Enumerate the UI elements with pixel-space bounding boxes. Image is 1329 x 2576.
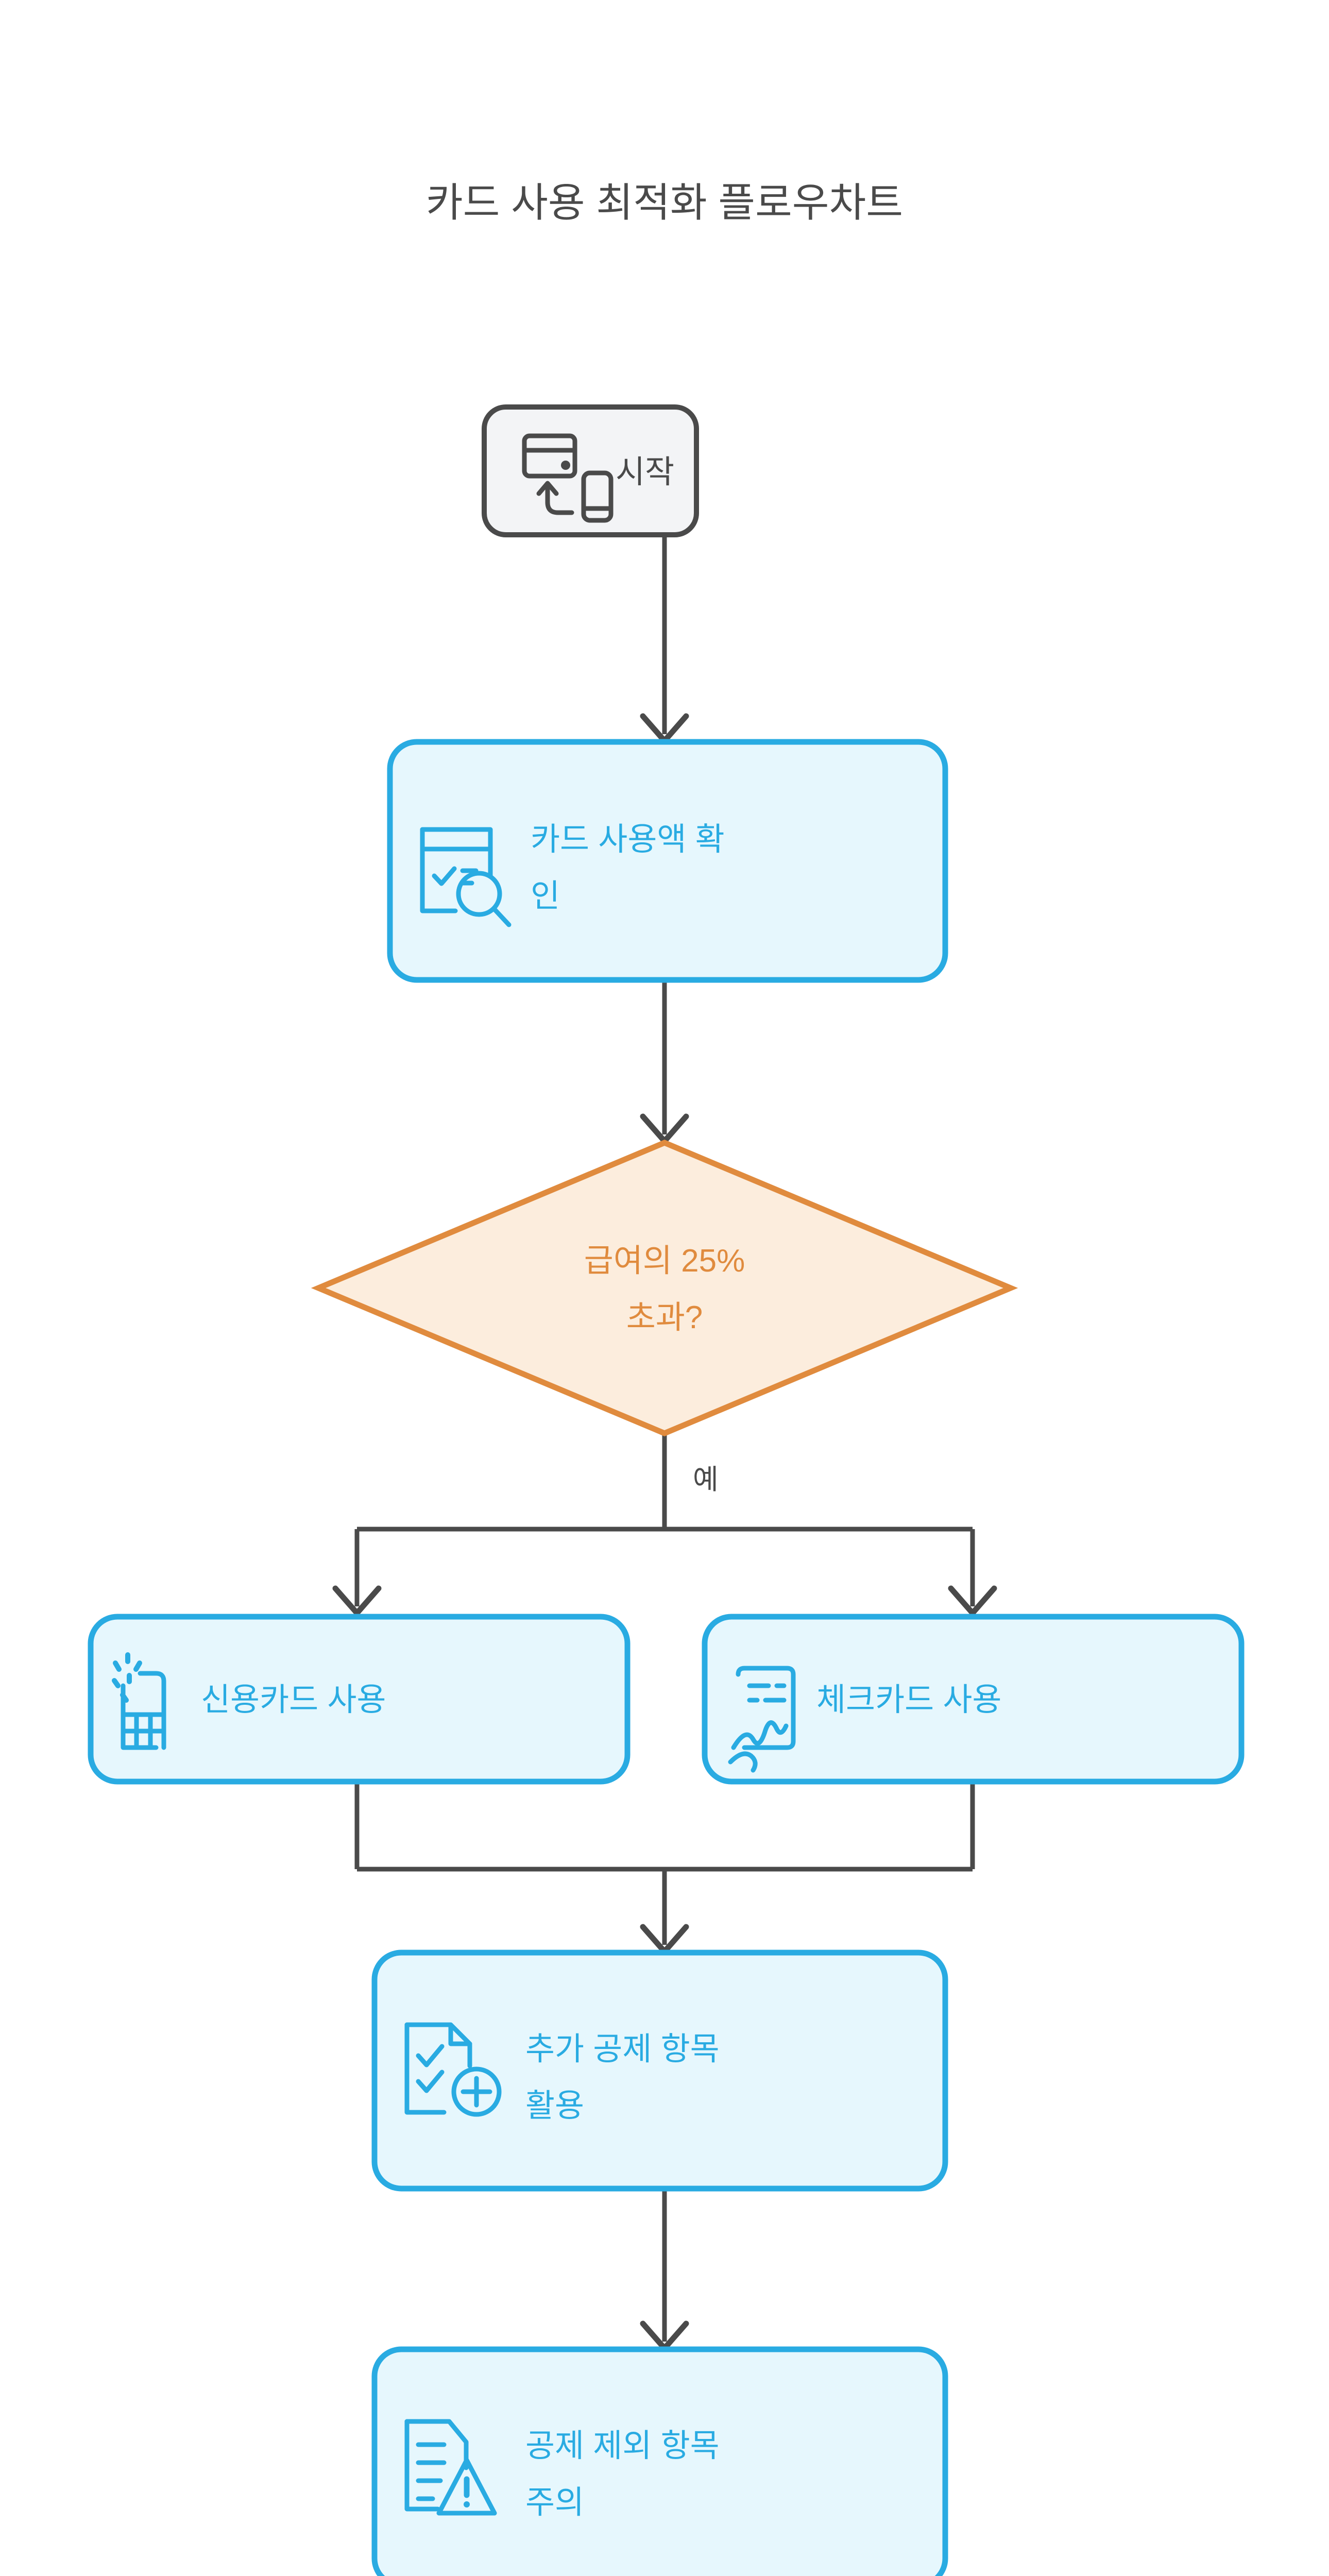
- node-start-label: 시작: [616, 454, 674, 490]
- node-extra-deduction-shape[interactable]: [371, 1950, 948, 2192]
- node-credit-card[interactable]: 신용카드 사용: [88, 1614, 631, 1785]
- node-check-usage-shape[interactable]: [387, 739, 948, 983]
- node-credit-card-label: 신용카드 사용: [201, 1682, 386, 1718]
- node-decision-label-line2: 초과?: [626, 1300, 703, 1335]
- node-extra-deduction-label-line2: 활용: [525, 2088, 584, 2124]
- node-check-card-label: 체크카드 사용: [816, 1682, 1001, 1718]
- node-excluded-items-shape[interactable]: [371, 2346, 948, 2576]
- node-decision-over-25[interactable]: 급여의 25% 초과?: [311, 1140, 1018, 1436]
- node-check-card[interactable]: 체크카드 사용: [702, 1614, 1245, 1785]
- card-to-phone-transfer-icon: [522, 433, 614, 523]
- node-check-usage-label-line1: 카드 사용액 확: [531, 822, 725, 857]
- node-extra-deduction[interactable]: 추가 공제 항목 활용: [371, 1950, 948, 2192]
- calculator-sparkle-icon: [112, 1652, 166, 1750]
- receipt-signature-icon: [728, 1666, 796, 1773]
- node-excluded-items-label-line2: 주의: [525, 2485, 584, 2520]
- edge-decision-split: [332, 1435, 997, 1616]
- card-search-icon: [420, 827, 512, 927]
- node-credit-card-shape[interactable]: [88, 1614, 631, 1785]
- node-check-card-shape[interactable]: [702, 1614, 1245, 1785]
- node-check-usage[interactable]: 카드 사용액 확 인: [387, 739, 948, 983]
- node-excluded-items-label-line1: 공제 제외 항목: [525, 2428, 720, 2464]
- node-start[interactable]: 시작: [482, 404, 699, 537]
- page-title: 카드 사용 최적화 플로우차트: [426, 180, 903, 225]
- document-warning-icon: [404, 2419, 497, 2516]
- edge-label-yes: 예: [693, 1464, 719, 1495]
- node-decision-shape[interactable]: [311, 1140, 1018, 1436]
- node-decision-label-line1: 급여의 25%: [584, 1243, 745, 1279]
- checklist-plus-icon: [404, 2022, 502, 2117]
- node-excluded-items[interactable]: 공제 제외 항목 주의: [371, 2346, 948, 2576]
- node-check-usage-label-line2: 인: [531, 878, 560, 914]
- node-extra-deduction-label-line1: 추가 공제 항목: [525, 2031, 720, 2067]
